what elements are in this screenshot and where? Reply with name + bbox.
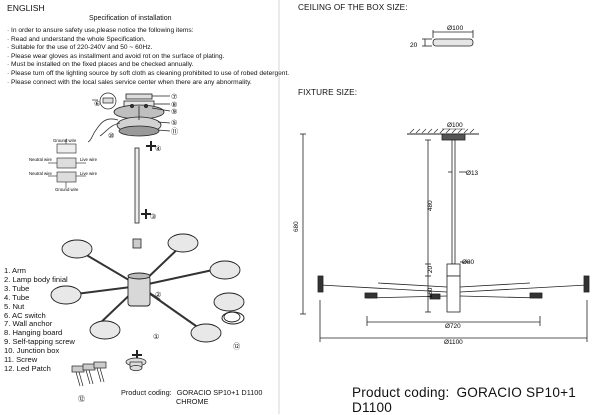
- lamp-body-finial-detail: [125, 357, 147, 371]
- part-item: 1. Arm: [4, 266, 26, 275]
- callout-3: ③: [150, 212, 156, 221]
- box-size-title: CEILING OF THE BOX SIZE:: [298, 3, 408, 12]
- wire-label: Live wire: [80, 157, 98, 162]
- instruction-line: · Please wear gloves as installment and …: [7, 52, 225, 60]
- part-item: 2. Lamp body finial: [4, 274, 68, 284]
- language-heading: ENGLISH: [7, 3, 45, 13]
- callout-12: ⑫: [233, 342, 240, 351]
- part-item: 8. Hanging board: [4, 328, 63, 338]
- fixture-size-diagram: [300, 128, 590, 342]
- wire-label: Ground wire: [55, 187, 79, 192]
- part-item: 7. Wall anchor: [4, 319, 53, 329]
- product-coding-small: Product coding: GORACIO SP10+1 D1100 CHR…: [121, 388, 262, 406]
- instruction-line: · Please turn off the lighting source by…: [7, 69, 290, 77]
- dim-hub-height: 20: [427, 266, 434, 273]
- dim-canopy: Ø100: [447, 122, 463, 129]
- box-height: 20: [410, 42, 418, 49]
- instruction-line: · Must be installed on the fixed places …: [7, 61, 194, 69]
- product-coding-large: Product coding: GORACIO SP10+1 D1100: [352, 385, 600, 415]
- callout-5: ⑤: [171, 118, 178, 127]
- callout-1: ①: [153, 332, 159, 341]
- callout-11: ⑪: [171, 127, 178, 136]
- dim-hub-diameter: Ø80: [462, 259, 475, 266]
- part-item: 12. Led Patch: [4, 363, 51, 373]
- instruction-line: · Please connect with the local sales se…: [7, 78, 252, 86]
- lamp-disc: [190, 323, 222, 343]
- instruction-list: · In order to ansure safety use,please n…: [7, 27, 289, 87]
- lamp-body-finial: [132, 238, 142, 249]
- box-size-diagram: [422, 30, 474, 47]
- part-item: 9. Self-tapping screw: [4, 337, 75, 347]
- wiring-diagram: [48, 139, 86, 188]
- dim-rod-length: 480: [427, 200, 434, 211]
- part-item: 3. Tube: [4, 283, 30, 293]
- callout-12b: ⑫: [78, 395, 85, 403]
- lamp-disc: [213, 292, 245, 312]
- wire-label: Ground wire: [53, 138, 77, 143]
- wire-label: Neutral wire: [29, 157, 53, 162]
- dim-outer-span: Ø1100: [444, 339, 463, 346]
- lamp-disc: [167, 233, 199, 253]
- part-item: 11. Screw: [4, 355, 38, 365]
- hanging-board-assembly: [87, 93, 171, 143]
- parts-list: 1. Arm 2. Lamp body finial 3. Tube 4. Tu…: [4, 266, 75, 374]
- lamp-disc: [209, 260, 241, 280]
- product-code: GORACIO SP10+1 D1100: [352, 385, 576, 415]
- dim-arm-height: 160: [427, 287, 434, 298]
- lamp-disc: [61, 239, 93, 259]
- tube: [132, 147, 142, 249]
- lamp-disc: [89, 320, 121, 340]
- product-coding-label: Product coding:: [121, 388, 172, 397]
- callout-8: ⑧: [171, 100, 178, 109]
- instruction-line: · Read and understand the whole Specific…: [7, 35, 146, 43]
- screw-set-icon: [71, 361, 107, 387]
- callout-7: ⑦: [171, 92, 177, 101]
- part-item: 10. Junction box: [4, 346, 60, 356]
- lamp-hub: [127, 275, 151, 307]
- part-item: 4. Tube: [4, 292, 30, 302]
- product-finish: CHROME: [176, 397, 209, 406]
- part-item: 5. Nut: [4, 301, 25, 311]
- callout-4: ④: [155, 144, 161, 153]
- product-coding-label: Product coding:: [352, 385, 450, 400]
- dim-inner-span: Ø720: [445, 323, 461, 330]
- fixture-size-title: FIXTURE SIZE:: [298, 88, 358, 97]
- led-patch: [221, 311, 245, 325]
- wire-label: Live wire: [80, 171, 98, 176]
- callout-10: ⑩: [108, 131, 114, 140]
- wire-label: Neutral wire: [29, 171, 53, 176]
- dim-tube: Ø13: [466, 170, 479, 177]
- callout-9: ⑨: [171, 107, 178, 116]
- chandelier-arms: [50, 233, 245, 343]
- wall-anchor: [125, 93, 153, 100]
- callout-6: ⑥: [94, 99, 101, 108]
- instruction-line: · Suitable for the use of 220-240V and 5…: [7, 44, 153, 52]
- tube-3: [134, 147, 140, 224]
- box-diameter: Ø100: [447, 25, 463, 32]
- lamp-disc: [50, 285, 82, 305]
- instruction-line: · In order to ansure safety use,please n…: [7, 27, 194, 34]
- part-item: 6. AC switch: [4, 310, 46, 320]
- screw-inset: [92, 92, 117, 110]
- product-code: GORACIO SP10+1 D1100: [176, 388, 263, 397]
- dim-total-height: 680: [293, 221, 300, 232]
- spec-title: Specification of installation: [89, 15, 172, 22]
- callout-2: ②: [155, 290, 161, 299]
